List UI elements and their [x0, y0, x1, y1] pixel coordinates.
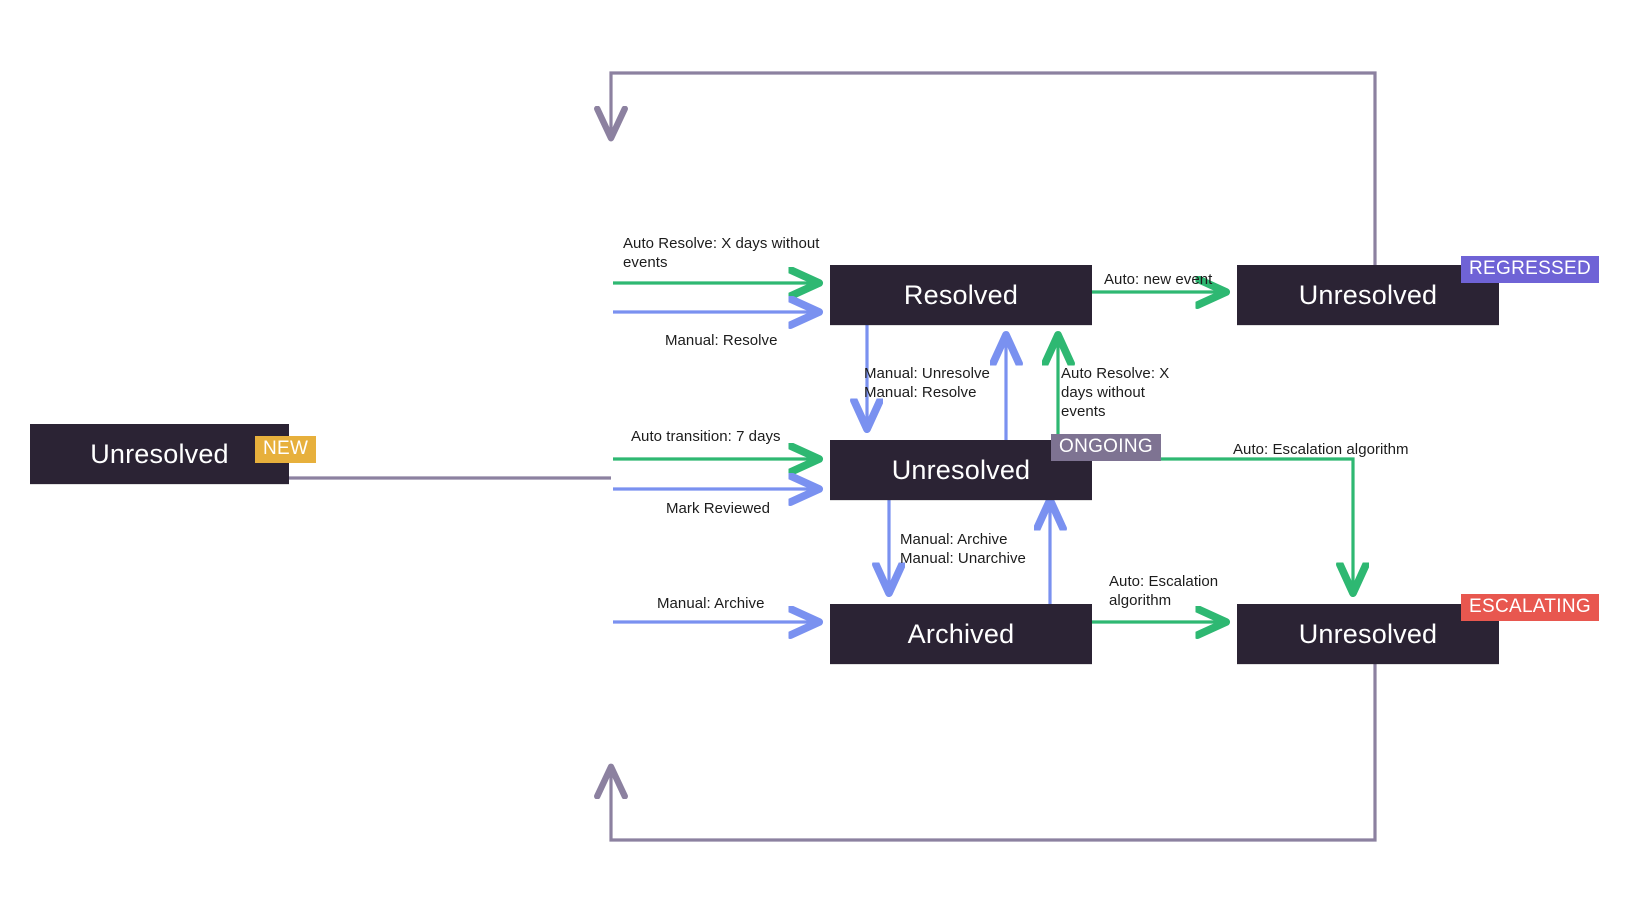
route-edges	[289, 71, 1377, 842]
edge-label-auto-resolve-x-days-up: Auto Resolve: X days without events	[1061, 365, 1170, 420]
node-label: Unresolved	[1298, 279, 1438, 310]
edge-label-manual-archive-unarchive: Manual: Archive Manual: Unarchive	[900, 531, 1026, 567]
auto-edges	[613, 283, 1353, 622]
edge-label-manual-resolve-in: Manual: Resolve	[665, 332, 778, 349]
node-resolved[interactable]: Resolved	[830, 265, 1092, 325]
node-new-unresolved[interactable]: Unresolved	[30, 424, 289, 484]
node-label: Resolved	[903, 279, 1019, 310]
status-badge-regressed: REGRESSED	[1461, 256, 1600, 283]
edge-label-manual-unresolve-resolve: Manual: Unresolve Manual: Resolve	[864, 365, 990, 401]
status-badge-new: NEW	[255, 436, 317, 463]
edge-regressed-loop-back	[611, 71, 1377, 265]
node-label: Unresolved	[1298, 618, 1438, 649]
node-archived[interactable]: Archived	[830, 604, 1092, 664]
edge-label-auto-new-event: Auto: new event	[1104, 271, 1213, 288]
edge-auto-escalation-right	[1092, 457, 1353, 590]
edge-label-auto-escalation-algorithm-right: Auto: Escalation algorithm	[1233, 441, 1409, 458]
edge-label-auto-transition-7-days: Auto transition: 7 days	[631, 428, 781, 445]
edge-label-mark-reviewed: Mark Reviewed	[666, 500, 771, 517]
node-regressed-unresolved[interactable]: Unresolved	[1237, 265, 1499, 325]
node-escalating-unresolved[interactable]: Unresolved	[1237, 604, 1499, 664]
node-ongoing-unresolved[interactable]: Unresolved	[830, 440, 1092, 500]
manual-edges	[613, 312, 1050, 622]
edge-label-auto-escalation-algorithm-bottom: Auto: Escalation algorithm	[1109, 573, 1219, 609]
status-badge-escalating: ESCALATING	[1461, 594, 1599, 621]
edge-label-auto-resolve-x-days-top: Auto Resolve: X days without events	[623, 235, 820, 271]
edge-label-manual-archive-in: Manual: Archive	[657, 595, 765, 612]
node-label: Unresolved	[891, 454, 1031, 485]
node-label: Archived	[907, 618, 1015, 649]
status-badge-ongoing: ONGOING	[1051, 434, 1161, 461]
edge-escalating-loop-back	[611, 664, 1377, 842]
node-label: Unresolved	[90, 438, 229, 469]
